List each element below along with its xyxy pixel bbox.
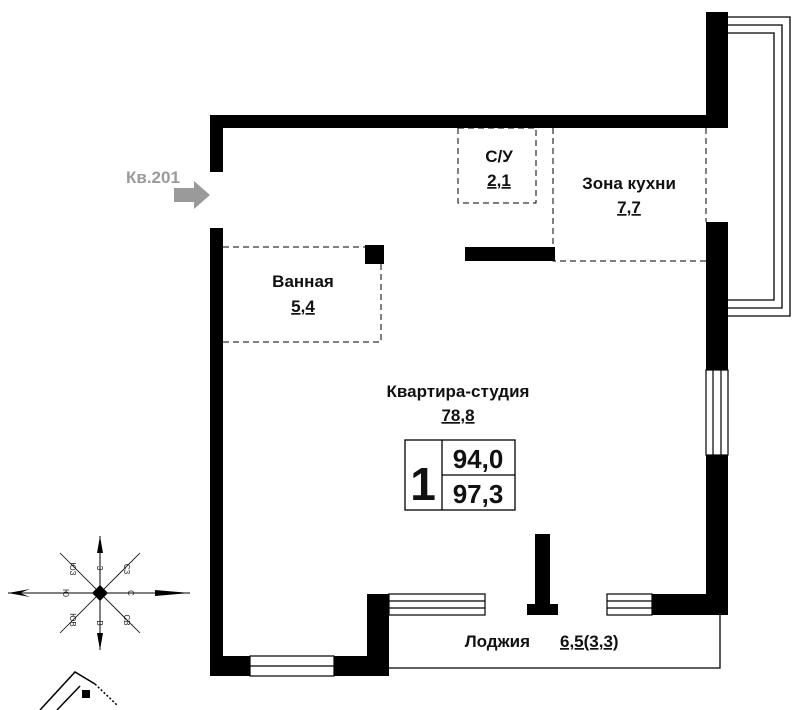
compass-nw: ЮЗ: [68, 563, 77, 576]
rooms-count: 1: [410, 458, 436, 510]
neighbor-arrow-icon: [174, 181, 210, 209]
studio-name: Квартира-студия: [387, 382, 530, 401]
bath-area: 5,4: [291, 297, 315, 316]
wc-name: С/У: [485, 147, 513, 166]
loggia-area: 6,5(3,3): [560, 632, 619, 651]
compass-se: СВ: [122, 614, 131, 625]
area-total: 94,0: [453, 444, 504, 474]
windows: [249, 369, 729, 677]
wc-area: 2,1: [487, 171, 511, 190]
locator-sketch: [39, 671, 119, 710]
neighbor-label: Кв.201: [126, 168, 180, 187]
compass-sw: ЮВ: [68, 613, 77, 626]
walls: [210, 12, 728, 676]
compass-ne: СЗ: [122, 564, 131, 575]
kitchen-name: Зона кухни: [582, 174, 676, 193]
balcony-outline: [728, 16, 791, 317]
loggia-outline: [389, 615, 721, 669]
compass-rose: З В С Ю ЮЗ СЗ ЮВ СВ: [8, 536, 190, 650]
compass-south: В: [95, 620, 104, 625]
compass-arrow-icon: [8, 536, 190, 650]
compass-east: С: [126, 590, 135, 596]
kitchen-area: 7,7: [617, 198, 641, 217]
compass-north: З: [95, 566, 104, 571]
compass-west: Ю: [61, 589, 70, 597]
loggia-name: Лоджия: [465, 632, 530, 651]
studio-area: 78,8: [441, 406, 474, 425]
bath-name: Ванная: [272, 272, 334, 291]
zone-boundaries: [223, 127, 707, 343]
area-summary-box: 1 94,0 97,3: [404, 439, 516, 511]
area-with-loggia: 97,3: [453, 479, 504, 509]
